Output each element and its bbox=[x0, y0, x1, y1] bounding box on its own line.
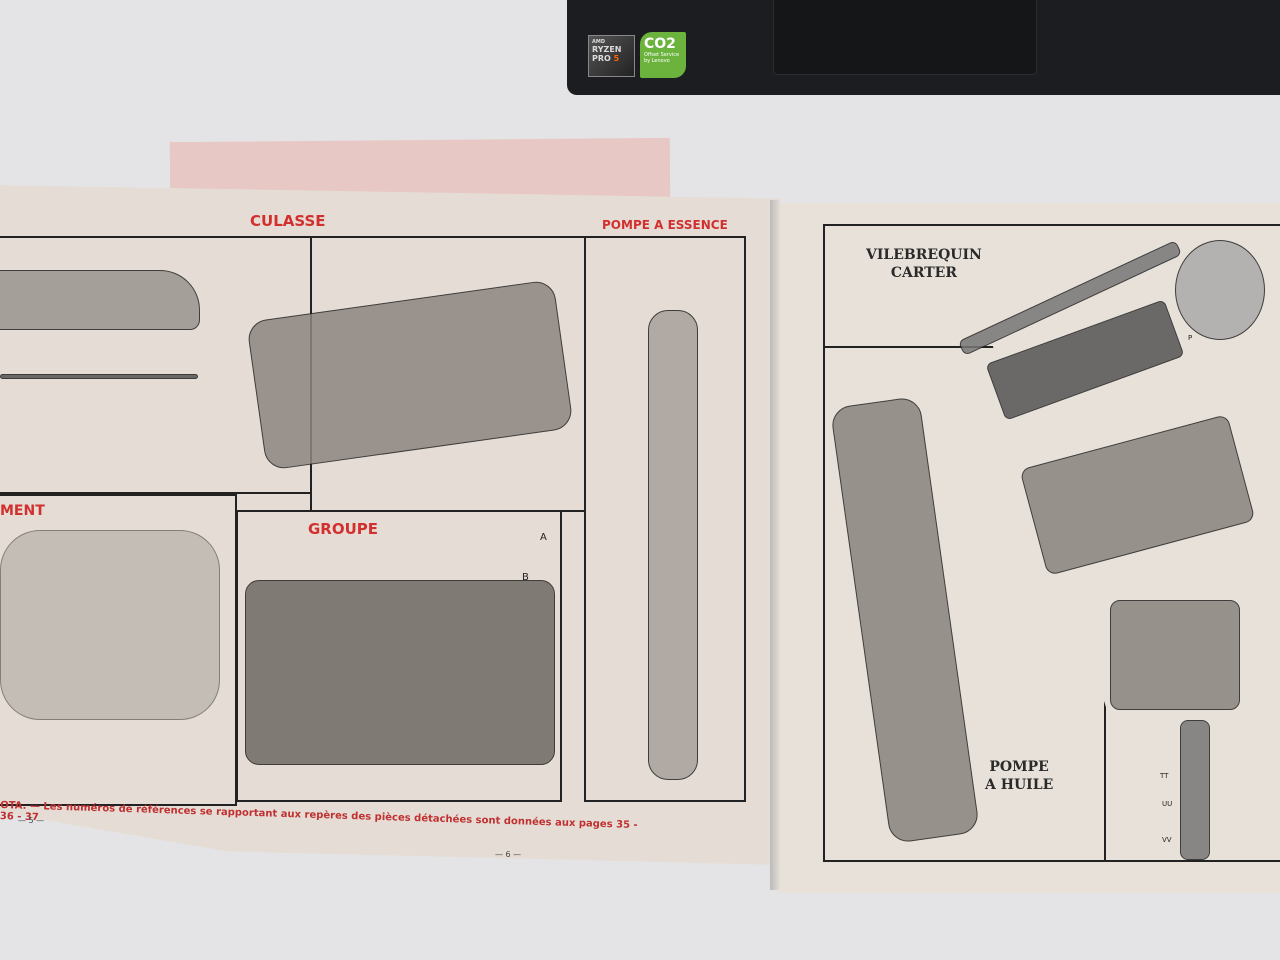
part-label: A bbox=[540, 532, 547, 543]
ryzen-sticker: AMD RYZEN PRO 5 bbox=[588, 35, 635, 77]
part-label: VV bbox=[1162, 836, 1172, 844]
sticker-brand: AMD bbox=[592, 39, 605, 45]
co2-sticker: CO2 Offset Service by Lenovo bbox=[640, 32, 686, 78]
title-pompe: POMPE bbox=[989, 759, 1049, 775]
co2-subtitle: Offset Service by Lenovo bbox=[644, 52, 680, 64]
part-label: P bbox=[1188, 334, 1193, 342]
title-vilebrequin: VILEBREQUIN bbox=[866, 247, 982, 263]
part-label: TT bbox=[1160, 772, 1169, 780]
sticker-line2: PRO 5 bbox=[592, 54, 631, 63]
panel-groupe bbox=[236, 510, 562, 802]
page-gutter bbox=[770, 200, 780, 890]
title-a-huile: A HUILE bbox=[985, 777, 1054, 793]
touchpad bbox=[773, 0, 1037, 75]
title-pompe-a-huile: POMPE A HUILE bbox=[985, 758, 1053, 794]
page-number-6: — 6 — bbox=[495, 850, 522, 859]
part-label: UU bbox=[1162, 800, 1173, 808]
title-culasse: CULASSE bbox=[250, 212, 326, 230]
title-pompe-essence: POMPE A ESSENCE bbox=[602, 218, 728, 232]
part-label: B bbox=[522, 572, 529, 583]
title-groupe: GROUPE bbox=[308, 520, 379, 538]
sticker-pro: PRO bbox=[592, 54, 611, 63]
sticker-line1: RYZEN bbox=[592, 45, 622, 54]
flywheel-drawing bbox=[1175, 240, 1265, 340]
panel-pompe-essence bbox=[584, 236, 746, 802]
sump-drawing bbox=[1110, 600, 1240, 710]
title-carter: CARTER bbox=[890, 265, 957, 281]
fuel-pump-drawing bbox=[648, 310, 698, 780]
page-number-5: — 5 — bbox=[18, 816, 45, 825]
co2-title: CO2 bbox=[644, 36, 676, 52]
title-vilebrequin-carter: VILEBREQUIN CARTER bbox=[866, 246, 982, 282]
engine-block-drawing bbox=[245, 580, 555, 765]
rocker-cover-drawing bbox=[0, 270, 200, 330]
water-pump-drawing bbox=[0, 530, 220, 720]
panel-vilebrequin bbox=[823, 224, 1280, 862]
oil-filter-drawing bbox=[1180, 720, 1210, 860]
title-partial-ment: MENT bbox=[0, 503, 45, 519]
rod-drawing bbox=[0, 374, 198, 379]
sticker-number: 5 bbox=[613, 54, 620, 63]
